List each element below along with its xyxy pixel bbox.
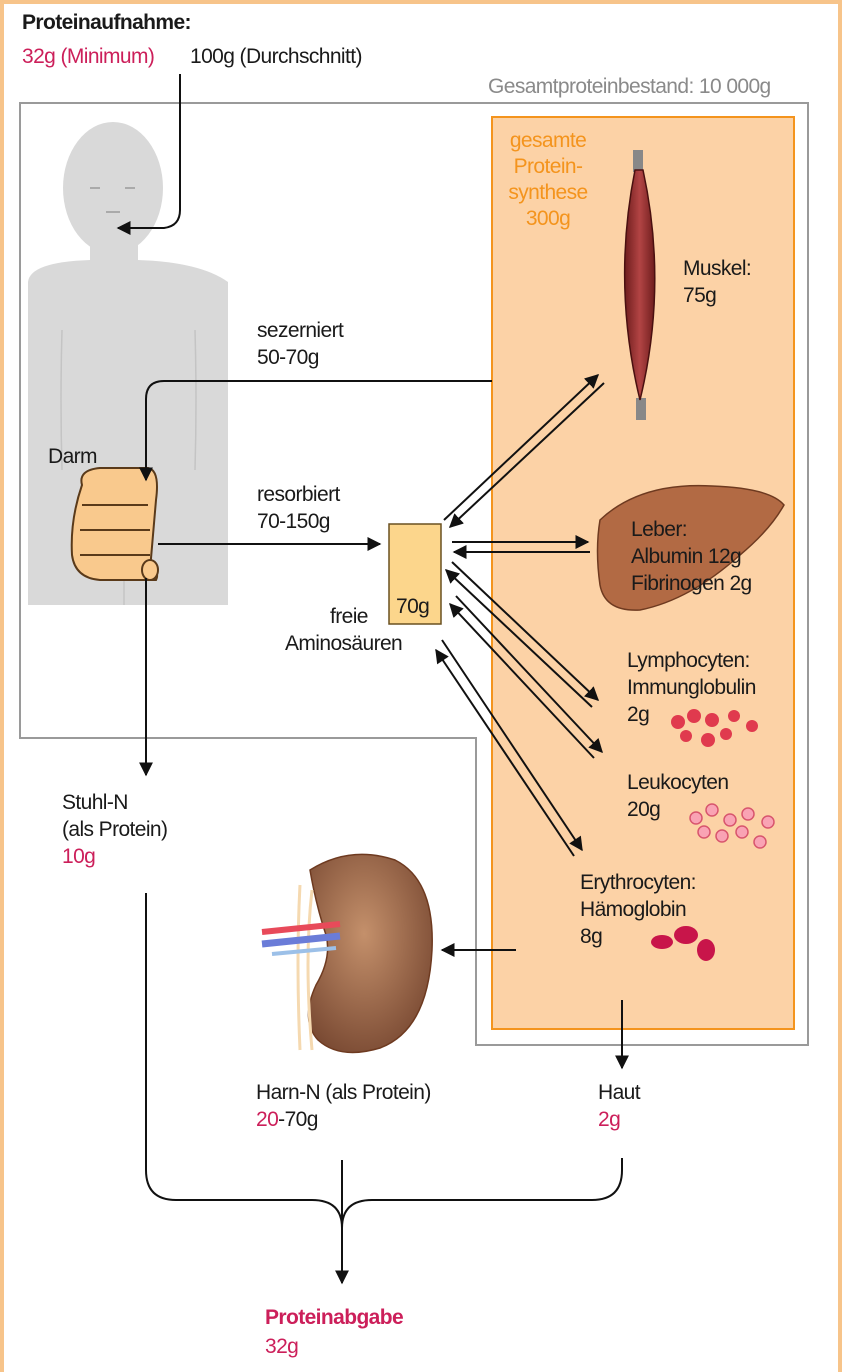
urine-label: Harn-N (als Protein) (256, 1080, 431, 1106)
erythrocytes-amount: 8g (580, 924, 602, 950)
absorbed-amount: 70-150g (257, 509, 330, 535)
liver-fibrinogen: Fibrinogen 2g (631, 571, 752, 597)
urine-amount-min: 20 (256, 1108, 278, 1131)
muscle-label: Muskel: (683, 256, 751, 282)
output-label: Proteinabgabe (265, 1305, 403, 1331)
urine-amount-max: -70g (278, 1108, 318, 1131)
synthesis-label-1: gesamte (500, 128, 596, 154)
erythrocytes-label: Erythrocyten: (580, 870, 696, 896)
absorbed-label: resorbiert (257, 482, 340, 508)
skin-amount: 2g (598, 1107, 620, 1133)
pool-amount: 70g (396, 594, 429, 620)
output-amount: 32g (265, 1334, 298, 1360)
leukocytes-amount: 20g (627, 797, 660, 823)
urine-amount: 20-70g (256, 1107, 318, 1133)
stool-amount: 10g (62, 844, 95, 870)
muscle-amount: 75g (683, 283, 716, 309)
total-stock-label: Gesamtproteinbestand: 10 000g (488, 74, 771, 100)
lymphocytes-label: Lymphocyten: (627, 648, 750, 674)
synthesis-label-3: synthese (500, 180, 596, 206)
intake-title: Proteinaufnahme: (22, 10, 191, 36)
liver-label: Leber: (631, 517, 687, 543)
stool-sub: (als Protein) (62, 817, 167, 843)
liver-albumin: Albumin 12g (631, 544, 741, 570)
leukocytes-label: Leukocyten (627, 770, 728, 796)
kidney-icon (262, 854, 432, 1052)
intake-minimum: 32g (Minimum) (22, 44, 154, 70)
pool-label-2: Aminosäuren (285, 631, 402, 657)
secreted-label: sezerniert (257, 318, 343, 344)
stool-label: Stuhl-N (62, 790, 128, 816)
lymphocytes-amount: 2g (627, 702, 649, 728)
synthesis-amount: 300g (500, 206, 596, 232)
gut-label: Darm (48, 444, 97, 470)
pool-label-1: freie (330, 604, 368, 630)
secreted-amount: 50-70g (257, 345, 319, 371)
synthesis-label-2: Protein- (500, 154, 596, 180)
lymphocytes-sub: Immunglobulin (627, 675, 756, 701)
intake-average: 100g (Durchschnitt) (190, 44, 362, 70)
skin-label: Haut (598, 1080, 640, 1106)
erythrocytes-sub: Hämoglobin (580, 897, 686, 923)
gut-icon (72, 468, 158, 580)
